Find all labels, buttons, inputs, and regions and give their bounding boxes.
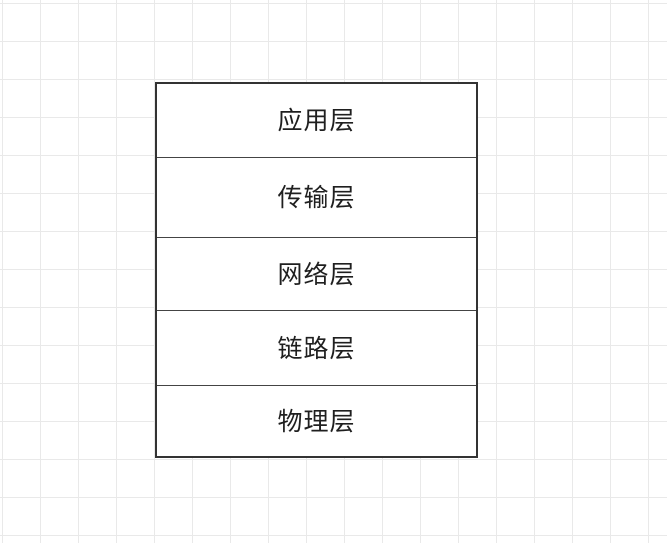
layer-label-physical: 物理层 <box>277 406 356 436</box>
layer-row-application[interactable]: 应用层 <box>157 84 476 158</box>
layer-row-transport[interactable]: 传输层 <box>157 158 476 238</box>
network-layer-stack[interactable]: 应用层 传输层 网络层 链路层 物理层 <box>155 82 478 458</box>
layer-label-network: 网络层 <box>277 259 356 289</box>
layer-label-transport: 传输层 <box>277 183 356 212</box>
layer-label-application: 应用层 <box>277 106 356 135</box>
layer-row-network[interactable]: 网络层 <box>157 238 476 311</box>
layer-row-link[interactable]: 链路层 <box>157 311 476 386</box>
layer-label-link: 链路层 <box>277 333 356 363</box>
layer-row-physical[interactable]: 物理层 <box>157 386 476 456</box>
